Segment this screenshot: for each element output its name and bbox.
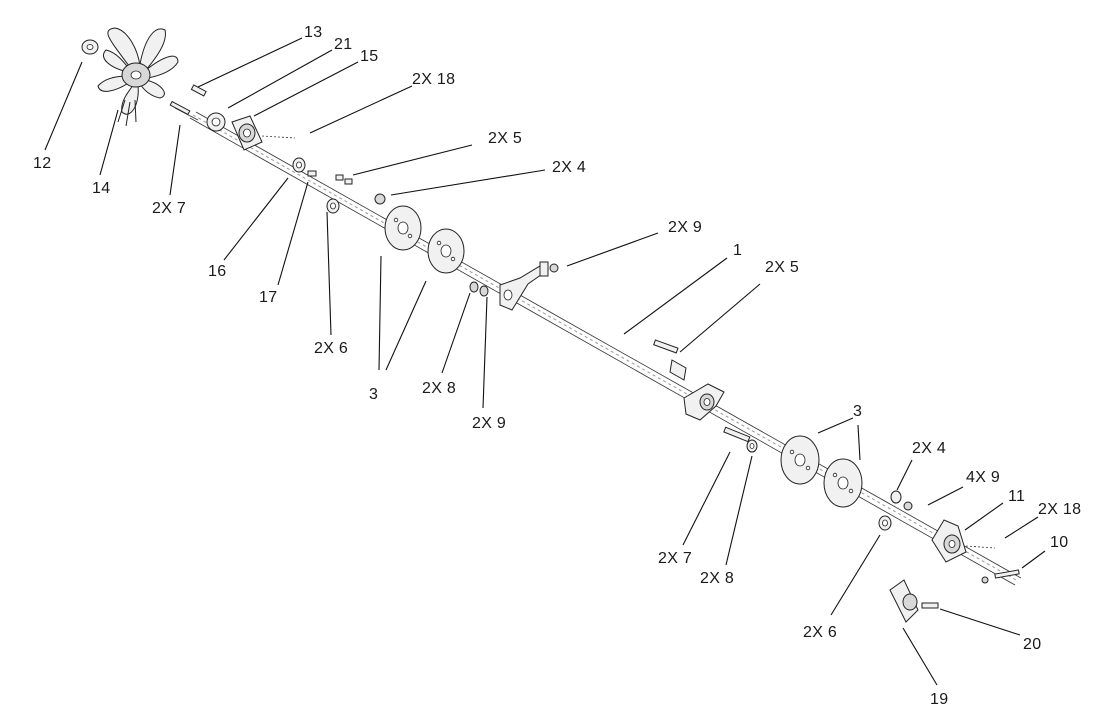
bearing-flange-part-15 (231, 115, 296, 151)
bolts-2x5-right (653, 339, 687, 381)
bracket-left (499, 261, 559, 311)
setscrew-part-17 (307, 170, 317, 177)
callout-2x8-right: 2X 8 (700, 570, 734, 587)
leader-lines (44, 37, 1046, 686)
callout-2x6-right: 2X 6 (803, 624, 837, 641)
callout-2x5-right: 2X 5 (765, 259, 799, 276)
flange-plates-3-right (780, 435, 863, 508)
callout-15: 15 (360, 48, 378, 65)
bolt-part-20 (921, 602, 939, 609)
fan-blade-assembly (97, 27, 179, 127)
flange-plates-3-left (384, 205, 465, 274)
callout-2x8-middle: 2X 8 (422, 380, 456, 397)
callout-2x9-middle: 2X 9 (472, 415, 506, 432)
nuts-2x4-right (890, 490, 913, 511)
callout-1: 1 (733, 242, 742, 259)
end-key-part-10 (981, 569, 1020, 584)
callout-2x6-left: 2X 6 (314, 340, 348, 357)
bushing-2x6-right (878, 515, 892, 531)
callout-20: 20 (1023, 636, 1041, 653)
callout-19: 19 (930, 691, 948, 708)
callout-2x4-right: 2X 4 (912, 440, 946, 457)
cap-part-12 (81, 39, 99, 55)
washers-2x8-right (746, 439, 758, 453)
callout-labels: 13 21 15 2X 18 12 14 2X 7 2X 5 2X 4 16 1… (33, 24, 1081, 708)
callout-13: 13 (304, 24, 322, 41)
callout-3-left: 3 (369, 386, 378, 403)
callout-2x9-top: 2X 9 (668, 219, 702, 236)
bushing-2x6-left (326, 198, 340, 214)
bracket-right (683, 383, 725, 421)
callout-2x18-top: 2X 18 (412, 71, 455, 88)
callout-2x7-right: 2X 7 (658, 550, 692, 567)
collar-part-16 (292, 157, 306, 173)
bolts-2x7-right (723, 426, 751, 443)
callout-2x18-right: 2X 18 (1038, 501, 1081, 518)
washer-part-21 (206, 112, 226, 132)
main-shaft (189, 111, 1022, 586)
callout-2x4-top: 2X 4 (552, 159, 586, 176)
callout-11: 11 (1008, 488, 1025, 505)
key-part-13 (169, 84, 207, 121)
washers-2x8-middle (469, 281, 479, 293)
callout-2x7-left: 2X 7 (152, 200, 186, 217)
callout-3-right: 3 (853, 403, 862, 420)
callout-16: 16 (208, 263, 226, 280)
bolts-2x5-upper (335, 174, 353, 185)
callout-2x5-top: 2X 5 (488, 130, 522, 147)
nuts-2x9-middle (479, 285, 489, 297)
callout-4x9: 4X 9 (966, 469, 1000, 486)
pulley-part-19 (889, 579, 919, 623)
callout-10: 10 (1050, 534, 1068, 551)
callout-17: 17 (259, 289, 277, 306)
bearing-flange-part-11 (931, 519, 996, 563)
callout-14: 14 (92, 180, 110, 197)
callout-21: 21 (334, 36, 352, 53)
nuts-2x4-upper (374, 193, 386, 205)
callout-12: 12 (33, 155, 51, 172)
